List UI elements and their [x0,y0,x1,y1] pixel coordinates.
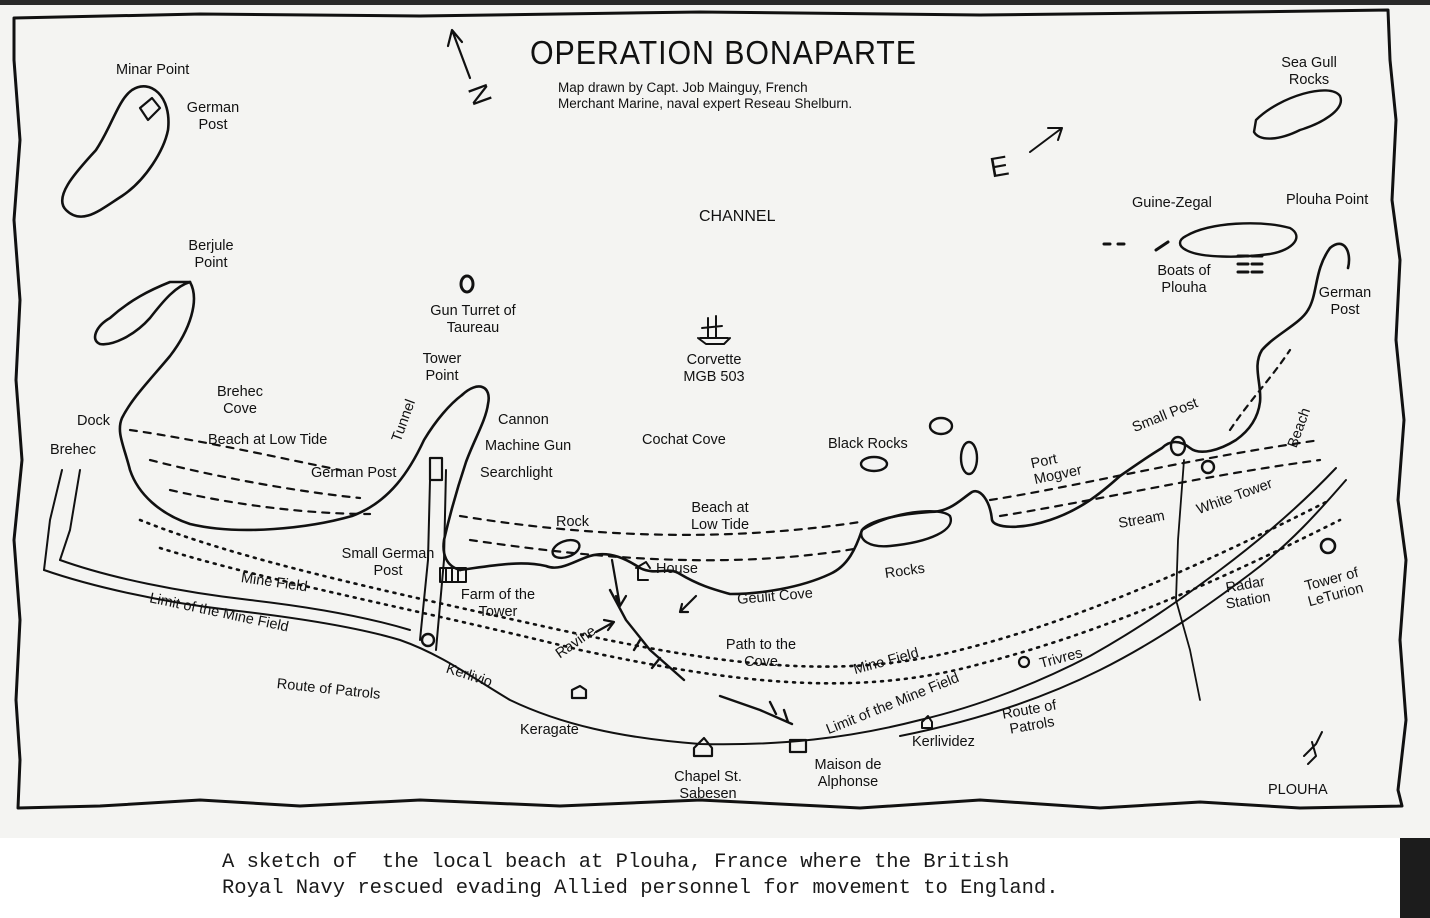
label-guine-zegal: Guine-Zegal [1132,195,1212,211]
label-path-to-cove: Path to the Cove [725,637,797,670]
map-subtitle-line1: Map drawn by Capt. Job Mainguy, French [558,80,808,95]
label-cannon: Cannon [498,412,549,428]
black-rocks-islet-3 [959,440,979,476]
small-post-marker [1169,435,1187,457]
chapel-marker [692,736,714,758]
kerlivio-marker [420,632,436,648]
label-machine-gun: Machine Gun [485,438,572,454]
label-keragate: Keragate [520,722,579,738]
label-house: House [656,561,698,577]
label-tower-point: Tower Point [422,351,462,384]
kerlividez-marker [921,715,933,729]
keragate-marker [570,684,588,700]
guine-zegal-island [1178,222,1298,258]
road-north-west-2 [59,469,81,561]
path-arrow-2 [678,594,698,614]
mine-field-line-1 [138,498,1332,668]
maison-path [718,694,794,726]
road-east-inner [899,479,1347,737]
leturion-tower-marker [1319,537,1337,555]
map-title: OPERATION BONAPARTE [530,34,917,71]
caption-band [0,838,1400,918]
road-east [919,467,1337,721]
sea-gull-rocks [1252,89,1343,140]
minar-point-peninsula [60,84,170,218]
berjule-coast [118,280,464,532]
low-tide-west-3 [168,488,372,516]
label-farm-of-tower: Farm of the Tower [460,587,536,620]
map-subtitle-line2: Merchant Marine, naval expert Reseau She… [558,96,853,111]
maison-marker [788,738,808,754]
label-plouha: PLOUHA [1268,782,1328,798]
label-minar-point: Minar Point [116,62,190,78]
road-tunnel-2 [435,469,447,651]
white-tower-marker [1200,459,1216,475]
caption-line1: A sketch of the local beach at Plouha, F… [222,851,1010,874]
farm-marker [439,567,467,583]
rock-islet [551,538,581,560]
label-dock: Dock [77,413,111,429]
path-arrow-1 [610,558,628,608]
label-cochat-cove: Cochat Cove [642,432,726,448]
low-tide-east-2 [998,458,1322,518]
plouha-marker [1303,731,1323,765]
stream-line [1175,459,1201,701]
road-north-west [43,469,63,571]
label-sea-gull-rocks: Sea Gull Rocks [1281,55,1337,88]
label-gun-turret: Gun Turret of Taureau [430,303,516,336]
road-west-inner [59,559,411,631]
low-tide-central-1 [458,514,862,536]
label-black-rocks: Black Rocks [828,436,908,452]
beach-dashes-e [1228,348,1292,432]
house-marker [635,561,651,581]
north-arrow [446,28,472,80]
central-coast [458,242,1351,596]
label-corvette: Corvette MGB 503 [683,352,745,385]
label-searchlight: Searchlight [480,465,553,481]
scan-top-edge [0,0,1430,5]
label-brehec-cove: Brehec Cove [217,384,263,417]
label-boats-of-plouha: Boats of Plouha [1157,263,1211,296]
compass-east-label: E [987,149,1012,184]
caption-line2: Royal Navy rescued evading Allied person… [222,877,1059,900]
east-arrow [1029,127,1063,153]
label-maison: Maison de Alphonse [814,757,882,790]
road-west-outer [43,569,921,746]
label-small-german-post: Small German Post [341,546,435,579]
ravine-arrow [594,618,616,634]
scan-right-edge [1400,838,1430,918]
label-beach-low-tide-west: Beach at Low Tide [208,432,328,448]
label-beach-low-tide-central: Beach at Low Tide [690,500,750,533]
label-german-post-west: German Post [311,465,397,481]
label-kerlividez: Kerlividez [912,734,975,750]
label-chapel: Chapel St. Sabesen [674,769,742,802]
map-border [12,8,1408,810]
black-rocks-islet-2 [928,416,954,436]
german-post-nw-marker [138,96,162,122]
german-post-w-marker [428,456,444,482]
trivres-marker [1017,655,1031,669]
label-german-post-east: German Post [1318,285,1372,318]
corvette-icon [697,315,731,345]
label-channel: CHANNEL [699,208,776,225]
low-tide-central-2 [468,538,862,562]
berjule-upper [93,280,192,346]
black-rocks-islet-1 [859,455,889,473]
label-german-post-nw: German Post [186,100,240,133]
low-tide-east-1 [988,438,1322,502]
label-brehec: Brehec [50,442,96,458]
low-tide-west-2 [148,458,362,500]
gun-turret-marker [459,274,475,294]
mine-field-line-2 [158,518,1342,685]
geulit-rocks [860,510,953,548]
boats-marks [1102,240,1264,274]
label-plouha-point: Plouha Point [1286,192,1369,208]
label-rock: Rock [556,514,590,530]
label-berjule-point: Berjule Point [188,238,234,271]
